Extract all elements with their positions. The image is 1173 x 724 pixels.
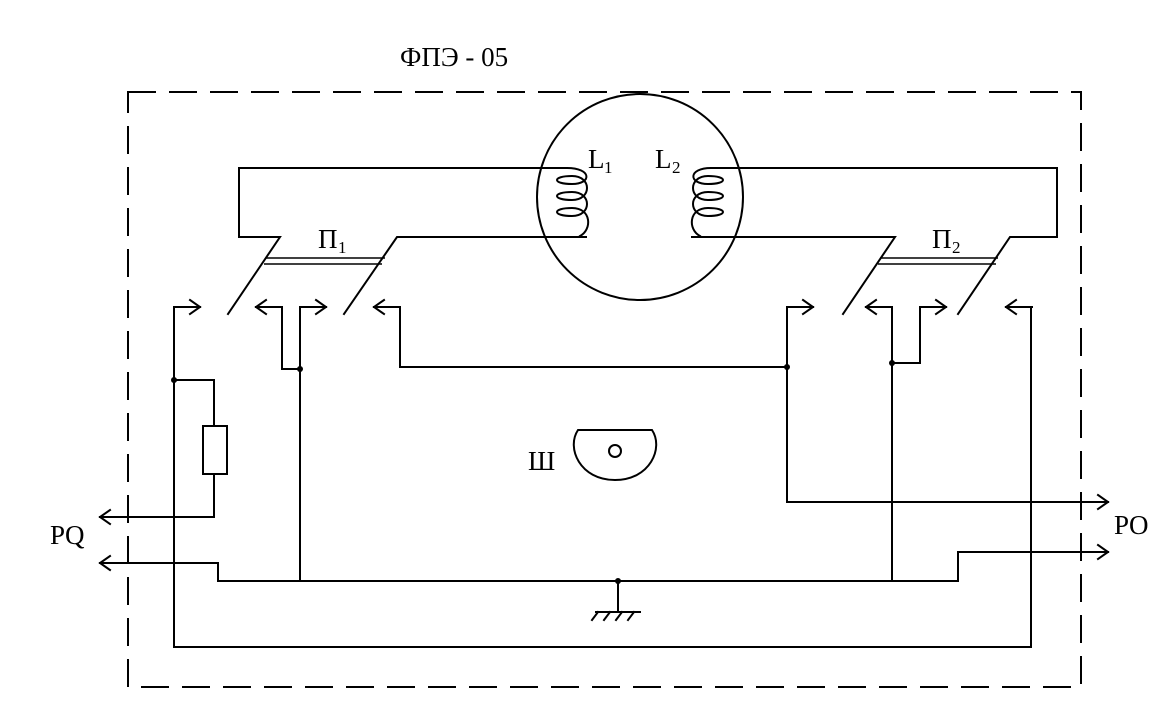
switch-p1-label: П [318, 224, 338, 254]
wire-left-outer [173, 306, 1032, 648]
coil-l2 [690, 166, 739, 238]
wire-p1-common [281, 306, 301, 582]
switch-p1-index: 1 [338, 238, 347, 257]
coil-l2-label: L [655, 144, 672, 174]
module-enclosure [127, 91, 1082, 688]
wire-ground-bus [98, 543, 1110, 582]
socket-hole [608, 444, 622, 458]
coil-l1-index: 1 [604, 158, 613, 177]
coil-l1 [539, 166, 590, 238]
ground-symbol [590, 580, 641, 622]
wire-resistor-branch [98, 379, 215, 526]
junction-dots [171, 360, 895, 584]
module-title: ФПЭ - 05 [400, 42, 508, 72]
wire-l1-return [342, 236, 541, 316]
wire-top-right [736, 167, 1058, 316]
coil-l1-label: L [588, 144, 605, 174]
terminal-po-label: PO [1114, 510, 1149, 540]
terminal-pq-label: PQ [50, 520, 85, 550]
wire-p2-right-out [786, 306, 1110, 511]
socket-label: Ш [528, 446, 555, 476]
switch-p2-label: П [932, 224, 952, 254]
wire-cross-link [399, 306, 788, 368]
coil-housing-circle [536, 93, 744, 301]
switch-p2-index: 2 [952, 238, 961, 257]
wire-top-left [226, 167, 544, 316]
socket-symbol [572, 429, 658, 482]
resistor [202, 425, 228, 475]
coil-l2-index: 2 [672, 158, 681, 177]
switch-p1-linkage [264, 257, 385, 265]
wire-p2-common [891, 306, 921, 582]
switch-p2-linkage [878, 257, 998, 265]
wire-l2-return [737, 236, 897, 316]
switch-p2-contacts [786, 298, 1033, 316]
switch-p1-contacts [173, 298, 401, 316]
